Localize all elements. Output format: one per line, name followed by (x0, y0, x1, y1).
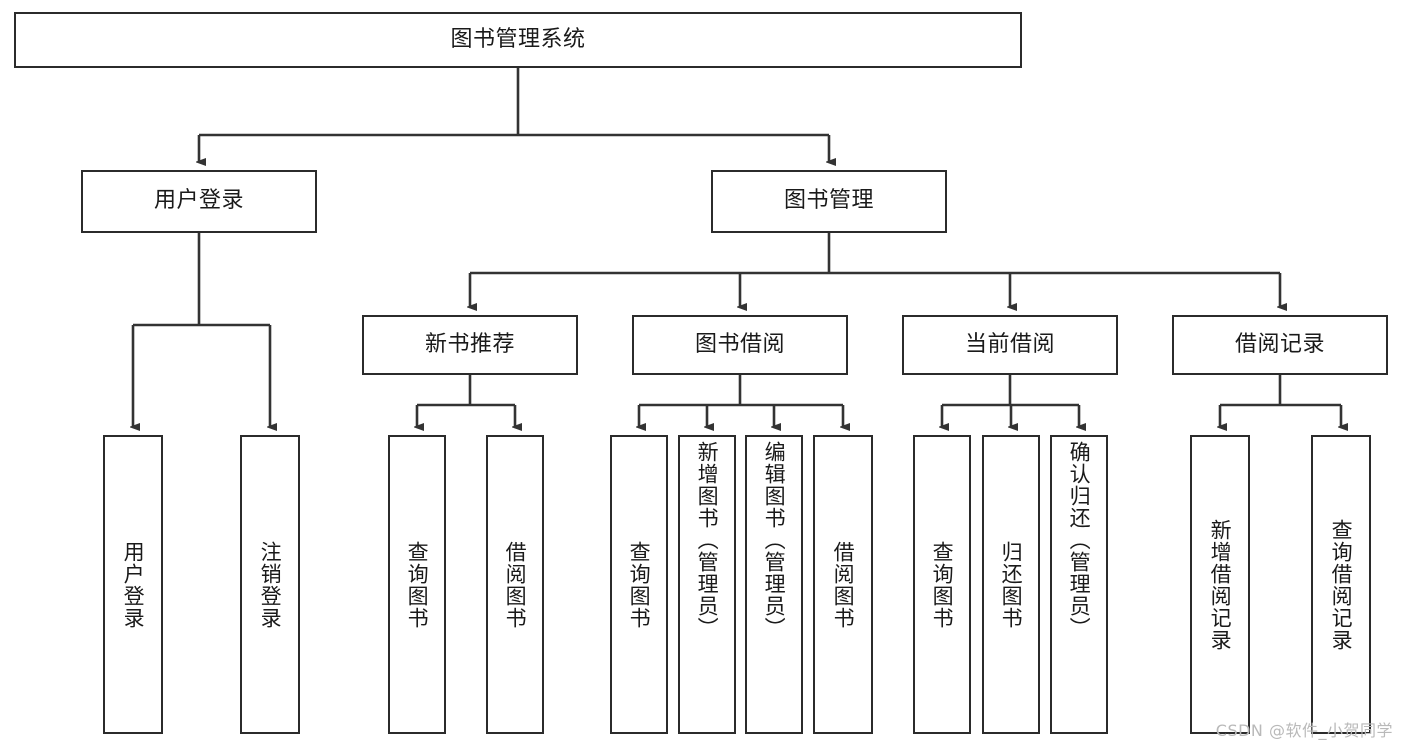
watermark-text: CSDN @软件_小贺同学 (1215, 721, 1393, 740)
node-label: 新增图书（管理员） (695, 441, 720, 639)
node-label: 借阅图书 (831, 540, 856, 629)
node-leaf-logout[interactable]: 注销登录 (240, 435, 300, 734)
node-leaf-edit-book-admin[interactable]: 编辑图书（管理员） (745, 435, 803, 734)
node-leaf-confirm-return-admin[interactable]: 确认归还（管理员） (1050, 435, 1108, 734)
node-label: 编辑图书（管理员） (762, 441, 787, 639)
node-leaf-borrow-books-recommend[interactable]: 借阅图书 (486, 435, 544, 734)
node-label: 查询借阅记录 (1329, 518, 1354, 651)
node-leaf-add-borrow-record[interactable]: 新增借阅记录 (1190, 435, 1250, 734)
node-leaf-borrow-books-borrow[interactable]: 借阅图书 (813, 435, 873, 734)
node-label: 图书借阅 (694, 331, 785, 357)
node-book-borrow[interactable]: 图书借阅 (632, 315, 848, 375)
node-label: 新书推荐 (424, 331, 515, 357)
node-label: 查询图书 (627, 540, 652, 629)
node-leaf-user-login[interactable]: 用户登录 (103, 435, 163, 734)
node-user-login[interactable]: 用户登录 (81, 170, 317, 233)
node-label: 归还图书 (999, 540, 1024, 629)
node-leaf-return-books[interactable]: 归还图书 (982, 435, 1040, 734)
node-leaf-query-books-current[interactable]: 查询图书 (913, 435, 971, 734)
node-current-borrow[interactable]: 当前借阅 (902, 315, 1118, 375)
node-leaf-add-book-admin[interactable]: 新增图书（管理员） (678, 435, 736, 734)
node-label: 新增借阅记录 (1208, 518, 1233, 651)
node-leaf-query-books-borrow[interactable]: 查询图书 (610, 435, 668, 734)
node-label: 确认归还（管理员） (1067, 441, 1092, 639)
node-leaf-query-borrow-record[interactable]: 查询借阅记录 (1311, 435, 1371, 734)
node-label: 图书管理系统 (450, 26, 586, 52)
node-label: 借阅记录 (1234, 331, 1325, 357)
node-label: 查询图书 (405, 540, 430, 629)
node-label: 图书管理 (783, 188, 874, 214)
node-book-management[interactable]: 图书管理 (711, 170, 947, 233)
node-label: 查询图书 (930, 540, 955, 629)
node-label: 借阅图书 (503, 540, 528, 629)
node-label: 当前借阅 (964, 331, 1055, 357)
node-label: 用户登录 (121, 540, 146, 629)
node-label: 用户登录 (153, 188, 244, 214)
node-label: 注销登录 (258, 540, 283, 629)
node-leaf-query-books-recommend[interactable]: 查询图书 (388, 435, 446, 734)
node-new-book-recommend[interactable]: 新书推荐 (362, 315, 578, 375)
node-borrow-record[interactable]: 借阅记录 (1172, 315, 1388, 375)
node-root[interactable]: 图书管理系统 (14, 12, 1022, 68)
